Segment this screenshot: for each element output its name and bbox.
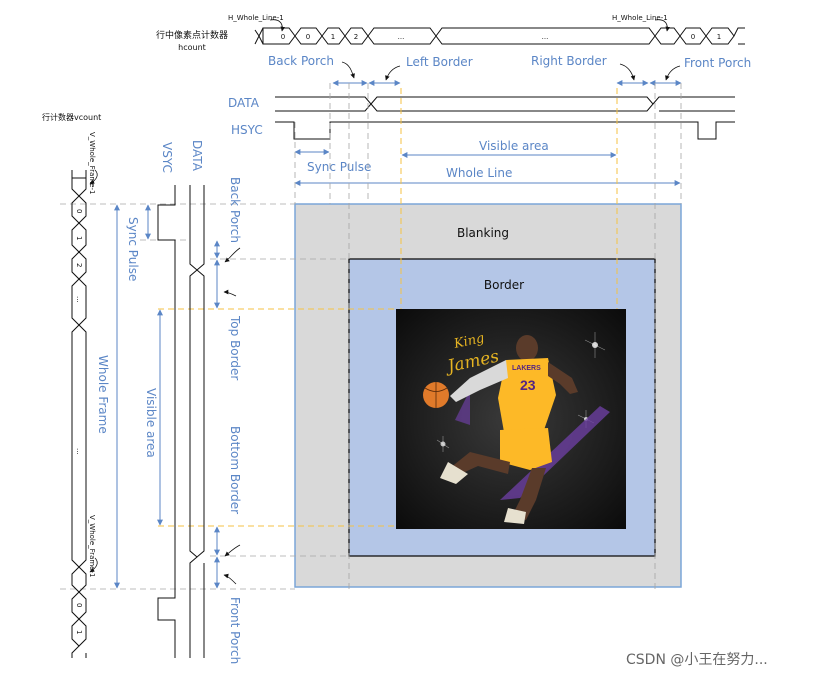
v-label-pointers: [223, 247, 241, 585]
vcount-tag-start-pointer: [89, 169, 98, 185]
timing-guides: [60, 83, 682, 590]
label-visible-area-h: Visible area: [479, 139, 549, 153]
blanking-label: Blanking: [457, 226, 509, 240]
label-right-border: Right Border: [531, 54, 607, 68]
hcount-tag-start-pointer: [269, 19, 286, 32]
vcount-values: 0 1 2 ... ... 0 1: [75, 209, 83, 634]
watermark: CSDN @小王在努力...: [626, 652, 768, 668]
image-text-lakers: LAKERS: [512, 365, 541, 372]
border-label: Border: [484, 278, 524, 292]
vcount-tag-end: V_Whole_Frame-1: [88, 515, 96, 577]
visible-area-image: King James LAKERS 23: [396, 309, 626, 529]
label-back-porch-v: Back Porch: [228, 177, 242, 243]
vcount-cell: 0: [75, 209, 83, 213]
v-data-waveform: [189, 185, 205, 658]
image-text-number: 23: [520, 377, 536, 393]
vcount-tag-start: V_Whole_Frame-1: [88, 132, 96, 194]
vcount-cell: 0: [75, 603, 83, 607]
vcount-cell: 1: [75, 630, 83, 634]
hcount-cell: 1: [717, 33, 721, 41]
label-bottom-border: Bottom Border: [228, 426, 242, 514]
hcount-cell: ...: [542, 33, 549, 41]
hcount-title: 行中像素点计数器: [156, 29, 228, 41]
vcount-cell: 1: [75, 236, 83, 240]
v-dimension-arrows: [114, 204, 220, 589]
label-front-porch-h: Front Porch: [684, 56, 751, 70]
label-front-porch-v: Front Porch: [228, 597, 242, 664]
label-visible-area-v: Visible area: [144, 388, 158, 458]
image-text-king: King: [452, 331, 486, 352]
label-vsyc: VSYC: [160, 142, 174, 173]
hcount-cell: 0: [691, 33, 695, 41]
hcount-cell: ...: [398, 33, 405, 41]
label-back-porch-h: Back Porch: [268, 54, 334, 68]
label-whole-line: Whole Line: [446, 166, 512, 180]
hcount-subtitle: hcount: [178, 43, 206, 52]
label-data-h: DATA: [228, 96, 260, 110]
hcount-cell: 0: [306, 33, 310, 41]
h-label-pointers: [341, 61, 681, 81]
label-sync-pulse-h: Sync Pulse: [307, 160, 371, 174]
hcount-tag-end-pointer: [654, 19, 671, 32]
hcount-tag-start: H_Whole_Line-1: [228, 14, 284, 22]
hcount-tag-end: H_Whole_Line-1: [612, 14, 668, 22]
label-hsyc: HSYC: [231, 123, 263, 137]
hcount-cell: 2: [354, 33, 358, 41]
label-left-border: Left Border: [406, 55, 473, 69]
label-whole-frame: Whole Frame: [96, 355, 110, 434]
vcount-cell: ...: [75, 448, 83, 455]
vcount-cell: 2: [75, 263, 83, 267]
hcount-cell: 1: [331, 33, 335, 41]
hcount-cell: 0: [281, 33, 285, 41]
vcount-cell: ...: [75, 296, 83, 303]
label-sync-pulse-v: Sync Pulse: [126, 217, 140, 281]
visible-area-guides: [158, 88, 618, 527]
vcount-bus: [71, 170, 87, 658]
hsyc-waveform: [275, 121, 735, 140]
hcount-values: 0 0 1 2 ... ... 0 1: [281, 33, 721, 41]
vcount-tag-end-pointer: [89, 557, 98, 573]
label-top-border: Top Border: [228, 315, 242, 380]
h-dimension-arrows-bottom: [294, 149, 681, 186]
hcount-bus: [254, 27, 745, 45]
vsyc-waveform: [157, 185, 176, 658]
vcount-title: 行计数器vcount: [42, 112, 101, 122]
h-data-waveform: [275, 96, 735, 112]
label-data-v: DATA: [190, 140, 204, 172]
